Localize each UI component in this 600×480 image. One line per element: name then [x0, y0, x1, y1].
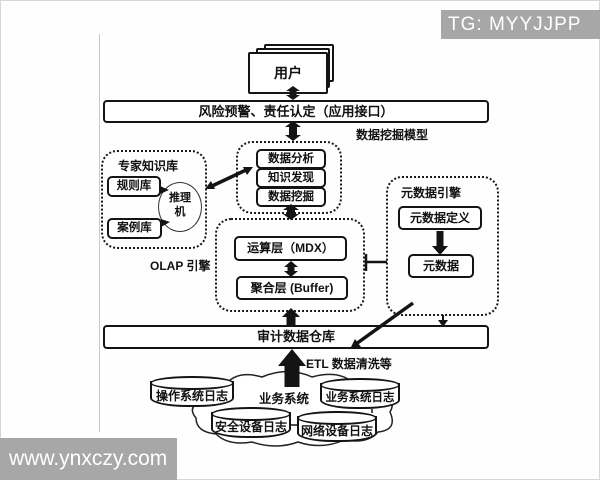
metadata-definition-box: 元数据定义: [398, 206, 482, 230]
data-mining-box: 数据挖掘: [256, 187, 326, 207]
inference-engine-label: 推理机: [169, 192, 191, 218]
watermark-top-right: TG: MYYJJPP: [441, 10, 600, 39]
business-log-cylinder: 业务系统日志: [320, 378, 400, 409]
app-interface-bar: 风险预警、责任认定（应用接口）: [103, 100, 489, 123]
expert-kb-title: 专家知识库: [118, 159, 179, 173]
users-label: 用户: [274, 65, 302, 81]
data-analysis-box: 数据分析: [256, 149, 326, 169]
expert-kb-box: 专家知识库 规则库 案例库 推理机: [101, 150, 207, 249]
mining-model-box: 数据分析 知识发现 数据挖掘: [236, 141, 342, 214]
page-fold-line: [99, 34, 100, 432]
user-page-front: 用户: [248, 52, 328, 94]
olap-engine-label: OLAP 引擎: [150, 259, 211, 273]
warehouse-bar: 审计数据仓库: [103, 325, 489, 349]
warehouse-bar-label: 审计数据仓库: [256, 329, 335, 344]
os-log-cylinder: 操作系统日志: [150, 376, 234, 407]
business-system-label: 业务系统: [259, 392, 310, 406]
security-log-label: 安全设备日志: [214, 420, 287, 434]
metadata-engine-box: 元数据引擎 元数据定义 元数据: [386, 176, 499, 316]
inference-engine-ellipse: 推理机: [158, 182, 202, 232]
app-interface-bar-label: 风险预警、责任认定（应用接口）: [198, 104, 394, 119]
network-log-label: 网络设备日志: [300, 424, 373, 438]
mining-model-label: 数据挖掘模型: [356, 128, 429, 142]
etl-label: ETL 数据清洗等: [306, 357, 392, 371]
metadata-box: 元数据: [408, 254, 474, 278]
aggregation-layer-box: 聚合层 (Buffer): [236, 276, 348, 300]
metadata-engine-title: 元数据引擎: [401, 186, 462, 200]
rule-base-box: 规则库: [107, 176, 161, 197]
cloud-warehouse-arrow-icon: [278, 349, 306, 387]
olap-engine-box: 运算层（MDX） 聚合层 (Buffer): [215, 218, 365, 312]
interface-mining-double-arrow-icon: [285, 121, 301, 141]
knowledge-discovery-box: 知识发现: [256, 168, 326, 188]
business-log-label: 业务系统日志: [325, 392, 395, 404]
compute-layer-box: 运算层（MDX）: [234, 236, 347, 261]
security-log-cylinder: 安全设备日志: [211, 407, 291, 438]
watermark-bottom-left: www.ynxczy.com: [0, 438, 177, 480]
case-base-box: 案例库: [107, 218, 162, 239]
os-log-label: 操作系统日志: [155, 389, 228, 403]
network-log-cylinder: 网络设备日志: [297, 411, 377, 442]
